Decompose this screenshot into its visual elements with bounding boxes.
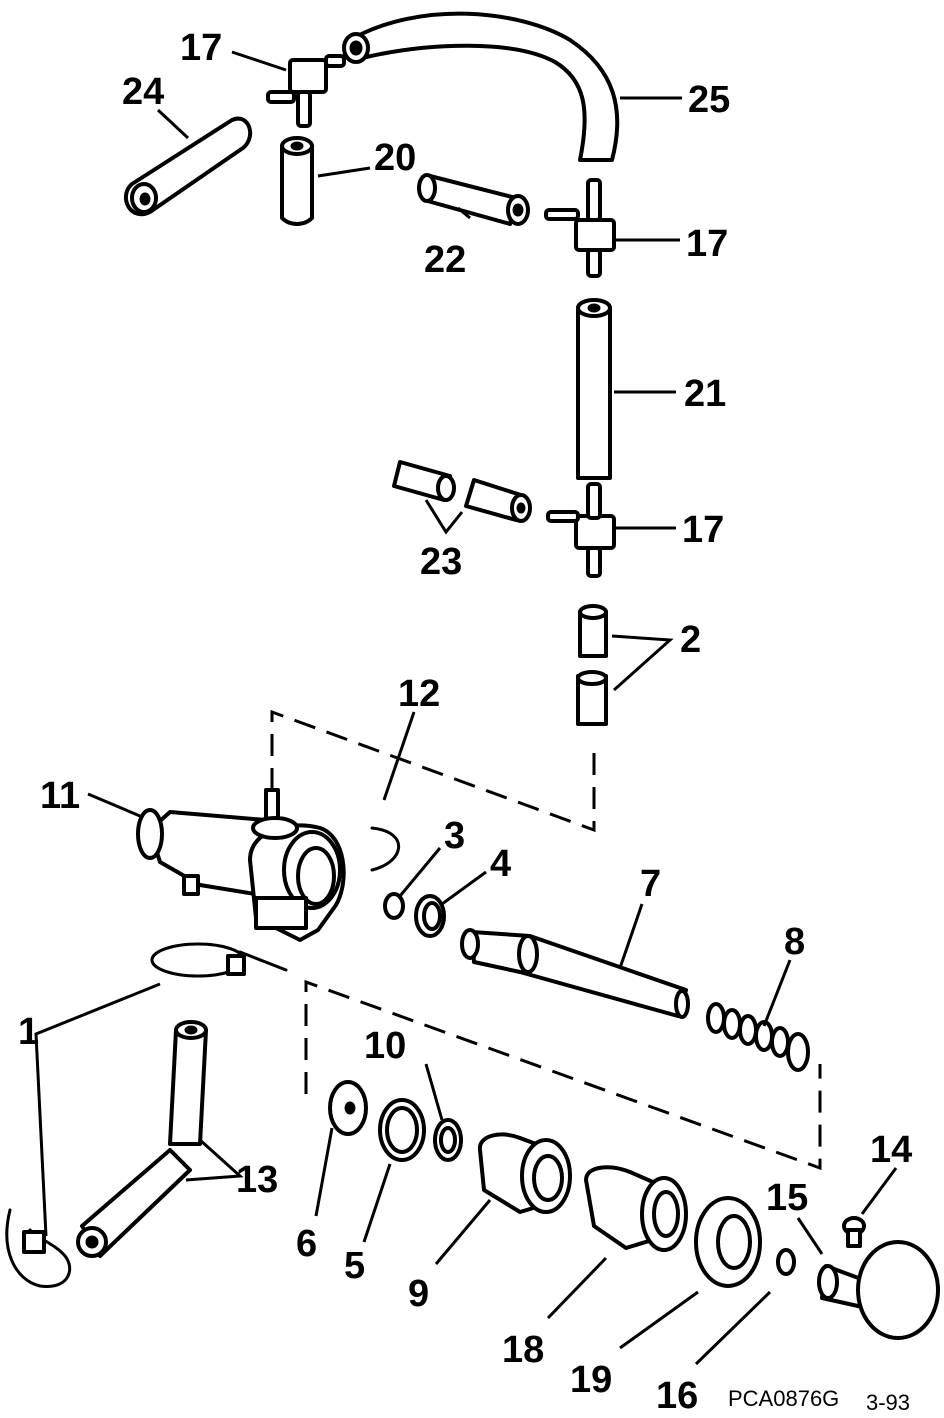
part-23-tubes	[392, 460, 532, 523]
part-10-o-ring	[433, 1118, 463, 1162]
part-2-tubes	[576, 604, 608, 726]
callout-17-top: 17	[180, 27, 222, 69]
part-19-retainer	[694, 1196, 762, 1288]
part-25-hose	[342, 11, 620, 162]
part-6-washer	[328, 1080, 368, 1136]
callout-11: 11	[40, 775, 80, 817]
callout-23: 23	[420, 541, 462, 583]
callout-17-lower: 17	[682, 509, 724, 551]
part-9-housing	[477, 1132, 572, 1214]
part-17-tee-fitting-top	[266, 54, 346, 128]
part-22-tube	[417, 173, 530, 226]
callout-21: 21	[684, 373, 726, 415]
callout-4: 4	[490, 843, 511, 885]
part-16-o-ring	[776, 1248, 796, 1276]
part-18-nut	[584, 1165, 688, 1252]
callout-8: 8	[784, 921, 805, 963]
callout-10: 10	[364, 1025, 406, 1067]
callout-16: 16	[656, 1375, 698, 1417]
callout-25: 25	[688, 79, 730, 121]
callout-17-middle: 17	[686, 223, 728, 265]
callout-14: 14	[870, 1129, 912, 1171]
part-1-strap-lower	[5, 1208, 72, 1288]
callout-5: 5	[344, 1245, 365, 1287]
callout-15: 15	[766, 1177, 808, 1219]
part-11-primer-body	[136, 788, 346, 942]
part-5-o-ring	[378, 1098, 426, 1162]
part-21-tube	[576, 298, 612, 480]
callout-22: 22	[424, 239, 466, 281]
part-1-strap-upper	[150, 942, 288, 978]
callout-7: 7	[640, 863, 661, 905]
part-3-o-ring	[383, 892, 405, 920]
part-17-tee-fitting-lower	[546, 482, 616, 578]
callout-2: 2	[680, 619, 701, 661]
callout-13: 13	[236, 1159, 278, 1201]
callout-20: 20	[374, 137, 416, 179]
figure-code: PCA0876G	[728, 1386, 839, 1411]
callout-18: 18	[502, 1329, 544, 1371]
callout-12: 12	[398, 673, 440, 715]
part-4-ring	[414, 894, 446, 938]
part-13-hoses	[76, 1020, 208, 1258]
callout-24: 24	[122, 71, 164, 113]
leader-lines	[34, 50, 898, 1366]
figure-date: 3-93	[866, 1390, 910, 1415]
callout-labels: 17 24 25 20 22 17 21 17 23 2 12 11 3 4 7…	[18, 27, 912, 1417]
part-14-screw	[842, 1216, 866, 1248]
part-24-tube	[124, 116, 252, 217]
part-15-knob	[817, 1240, 940, 1340]
callout-19: 19	[570, 1359, 612, 1401]
callout-3: 3	[444, 815, 465, 857]
part-8-spring	[706, 1002, 810, 1072]
part-17-tee-fitting-middle	[544, 178, 616, 278]
part-20-tube	[280, 136, 314, 226]
callout-9: 9	[408, 1273, 429, 1315]
callout-6: 6	[296, 1223, 317, 1265]
part-7-plunger	[460, 928, 690, 1019]
part-12-clip	[370, 826, 401, 872]
callout-1: 1	[18, 1011, 39, 1053]
assembly-lines	[270, 709, 822, 1171]
